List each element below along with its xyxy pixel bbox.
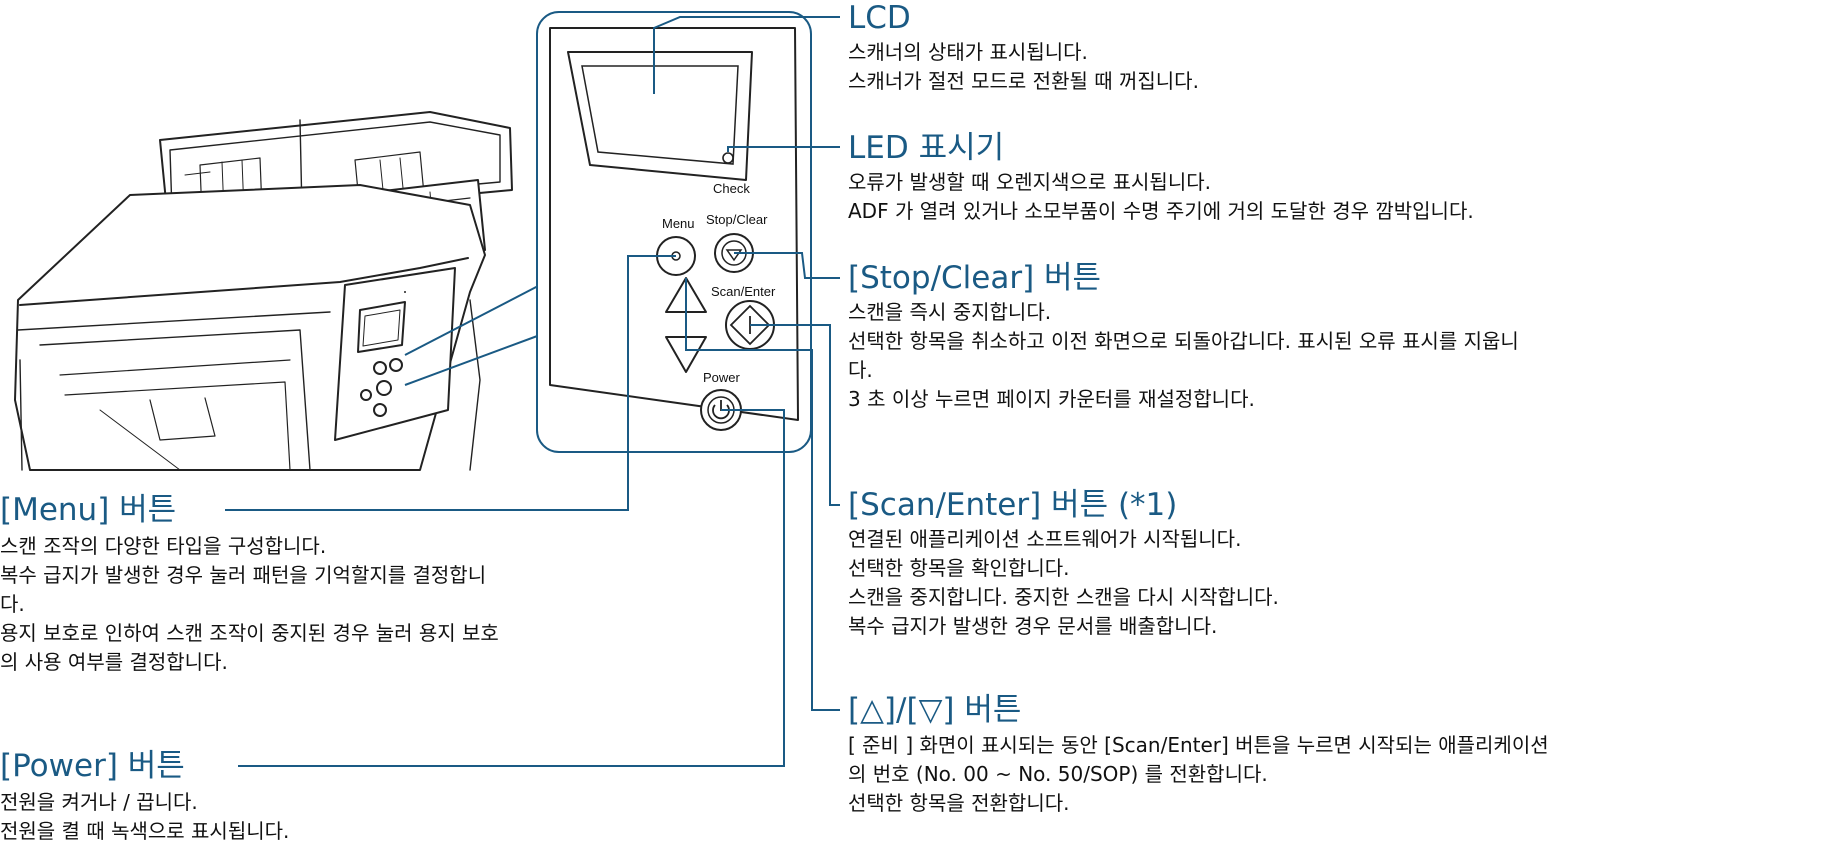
menu-title: [Menu] 버튼	[0, 492, 177, 528]
leader-arrows	[685, 278, 840, 711]
leader-scan-enter	[750, 324, 840, 506]
label-stop-clear: Stop/Clear	[706, 212, 768, 227]
leader-menu	[225, 255, 676, 511]
scan-enter-line-4: 복수 급지가 발생한 경우 문서를 배출합니다.	[848, 614, 1218, 638]
leader-power	[238, 409, 785, 767]
label-check: Check	[713, 181, 750, 196]
power-line-2: 전원을 켤 때 녹색으로 표시됩니다.	[0, 819, 290, 843]
led-description: 오류가 발생할 때 오렌지색으로 표시됩니다. ADF 가 열려 있거나 소모부…	[848, 168, 1474, 226]
scan-enter-line-2: 선택한 항목을 확인합니다.	[848, 556, 1070, 580]
menu-description: 스캔 조작의 다양한 타입을 구성합니다. 복수 급지가 발생한 경우 눌러 패…	[0, 532, 499, 677]
lcd-line-1: 스캐너의 상태가 표시됩니다.	[848, 40, 1088, 64]
scan-enter-description: 연결된 애플리케이션 소프트웨어가 시작됩니다. 선택한 항목을 확인합니다. …	[848, 525, 1279, 641]
menu-line-2: 복수 급지가 발생한 경우 눌러 패턴을 기억할지를 결정합니	[0, 563, 487, 587]
operator-panel-closeup: Check Menu Stop/Clear Scan/Enter Power	[536, 11, 812, 453]
lcd-title: LCD	[848, 0, 911, 36]
power-title: [Power] 버튼	[0, 748, 185, 784]
arrows-line-3: 선택한 항목을 전환합니다.	[848, 791, 1070, 815]
menu-line-3: 다.	[0, 592, 25, 616]
callout-leader-lines	[225, 16, 840, 767]
lcd-screen	[567, 51, 753, 181]
arrows-line-2: 의 번호 (No. 00 ~ No. 50/SOP) 를 전환합니다.	[848, 762, 1268, 786]
scan-enter-line-1: 연결된 애플리케이션 소프트웨어가 시작됩니다.	[848, 527, 1242, 551]
label-scan-enter: Scan/Enter	[711, 284, 776, 299]
stop-clear-icon	[725, 249, 743, 262]
led-indicator	[722, 152, 734, 164]
arrows-line-1: [ 준비 ] 화면이 표시되는 동안 [Scan/Enter] 버튼을 누르면 …	[848, 733, 1549, 757]
scan-enter-title: [Scan/Enter] 버튼 (*1)	[848, 487, 1178, 523]
stop-clear-line-2: 선택한 항목을 취소하고 이전 화면으로 되돌아갑니다. 표시된 오류 표시를 …	[848, 329, 1519, 353]
lcd-line-2: 스캐너가 절전 모드로 전환될 때 꺼집니다.	[848, 69, 1199, 93]
led-title: LED 표시기	[848, 130, 1005, 166]
stop-clear-line-1: 스캔을 즉시 중지합니다.	[848, 300, 1052, 324]
lcd-description: 스캐너의 상태가 표시됩니다. 스캐너가 절전 모드로 전환될 때 꺼집니다.	[848, 38, 1199, 96]
scanner-illustration	[14, 111, 513, 471]
stop-clear-title: [Stop/Clear] 버튼	[848, 260, 1102, 296]
menu-line-1: 스캔 조작의 다양한 타입을 구성합니다.	[0, 534, 327, 558]
led-line-1: 오류가 발생할 때 오렌지색으로 표시됩니다.	[848, 170, 1211, 194]
menu-line-5: 의 사용 여부를 결정합니다.	[0, 650, 228, 674]
scan-enter-line-3: 스캔을 중지합니다. 중지한 스캔을 다시 시작합니다.	[848, 585, 1279, 609]
arrows-title: [△]/[▽] 버튼	[848, 692, 1022, 728]
power-line-1: 전원을 켜거나 / 끕니다.	[0, 790, 198, 814]
led-line-2: ADF 가 열려 있거나 소모부품이 수명 주기에 거의 도달한 경우 깜박입니…	[848, 199, 1474, 223]
arrows-description: [ 준비 ] 화면이 표시되는 동안 [Scan/Enter] 버튼을 누르면 …	[848, 731, 1549, 818]
stop-clear-description: 스캔을 즉시 중지합니다. 선택한 항목을 취소하고 이전 화면으로 되돌아갑니…	[848, 298, 1519, 414]
leader-lcd	[653, 16, 840, 94]
stop-clear-line-3: 다.	[848, 358, 873, 382]
power-description: 전원을 켜거나 / 끕니다. 전원을 켤 때 녹색으로 표시됩니다.	[0, 788, 289, 846]
label-power: Power	[703, 370, 741, 385]
leader-stop-clear	[734, 252, 840, 279]
stop-clear-line-4: 3 초 이상 누르면 페이지 카운터를 재설정합니다.	[848, 387, 1255, 411]
leader-led	[727, 146, 840, 152]
zoom-lines	[404, 284, 541, 386]
label-menu: Menu	[662, 216, 695, 231]
menu-line-4: 용지 보호로 인하여 스캔 조작이 중지된 경우 눌러 용지 보호	[0, 621, 499, 645]
